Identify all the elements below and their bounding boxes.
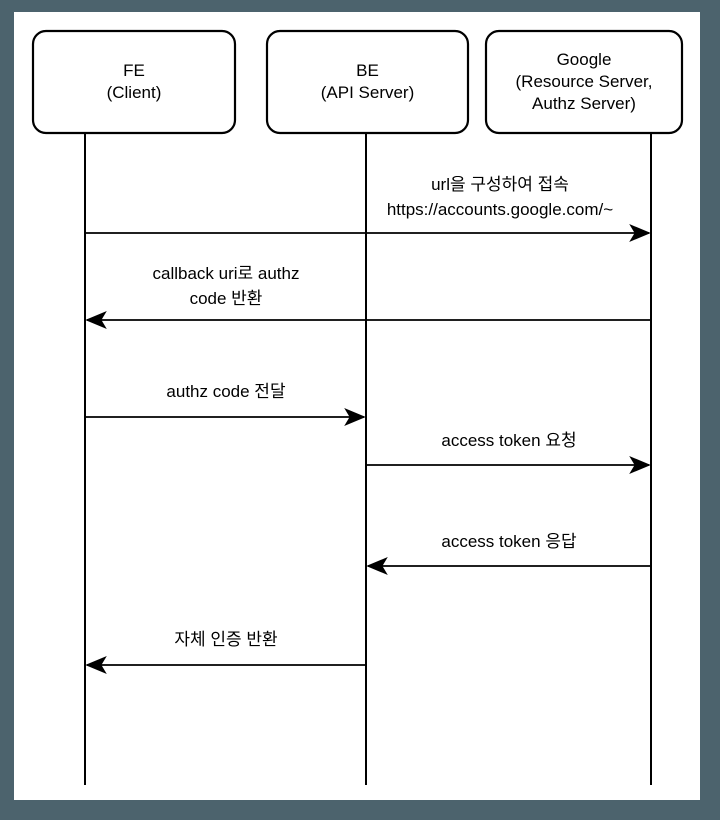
message-arrows-group	[85, 224, 651, 674]
actor-box-be	[265, 29, 470, 135]
actor-box-google	[484, 29, 684, 135]
actor-boxes-group	[31, 29, 684, 135]
sequence-diagram-svg	[31, 29, 684, 785]
lifelines-group	[84, 133, 652, 785]
diagram-canvas: FE(Client)BE(API Server)Google(Resource …	[14, 12, 700, 800]
actor-box-fe	[31, 29, 237, 135]
